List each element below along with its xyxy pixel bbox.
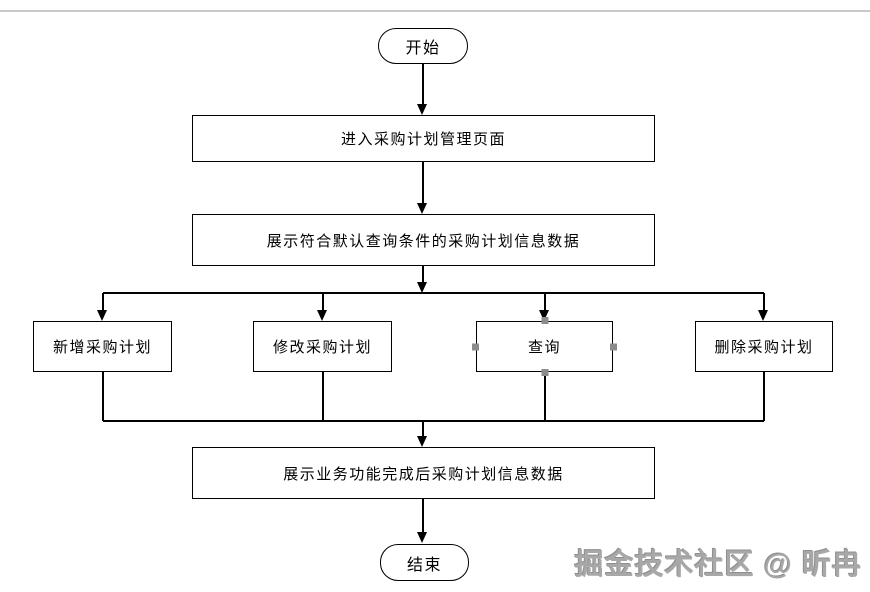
node-delete-plan[interactable]: 删除采购计划: [695, 321, 833, 372]
selection-handle-left[interactable]: [472, 343, 479, 350]
arrowhead-icon: [97, 310, 107, 321]
node-end-label: 结束: [406, 556, 442, 574]
connector-line: [544, 372, 546, 421]
node-add-plan[interactable]: 新增采购计划: [33, 321, 172, 372]
connector-line: [422, 499, 424, 532]
node-start[interactable]: 开始: [378, 28, 468, 64]
node-show-result-label: 展示业务功能完成后采购计划信息数据: [283, 465, 564, 483]
node-enter-page[interactable]: 进入采购计划管理页面: [192, 115, 655, 162]
selection-handle-bottom[interactable]: [541, 369, 548, 376]
arrowhead-icon: [417, 282, 427, 293]
node-end[interactable]: 结束: [380, 544, 469, 581]
connector-line: [422, 266, 424, 282]
arrowhead-icon: [417, 104, 427, 115]
arrowhead-icon: [417, 203, 427, 214]
connector-line: [322, 372, 324, 421]
top-divider: [0, 10, 870, 12]
node-add-plan-label: 新增采购计划: [52, 339, 152, 356]
arrowhead-icon: [417, 436, 427, 447]
connector-line: [102, 293, 104, 310]
node-query[interactable]: 查询: [472, 317, 617, 376]
node-show-default-label: 展示符合默认查询条件的采购计划信息数据: [266, 232, 581, 250]
selection-handle-top[interactable]: [541, 317, 548, 324]
selection-handle-right[interactable]: [610, 343, 617, 350]
arrowhead-icon: [539, 310, 549, 321]
node-delete-plan-label: 删除采购计划: [714, 339, 814, 356]
connector-line: [422, 64, 424, 104]
arrowhead-icon: [758, 310, 768, 321]
node-show-default[interactable]: 展示符合默认查询条件的采购计划信息数据: [192, 214, 655, 266]
node-show-result[interactable]: 展示业务功能完成后采购计划信息数据: [192, 447, 655, 499]
node-start-label: 开始: [405, 40, 441, 57]
connector-line: [422, 162, 424, 203]
connector-line: [544, 293, 546, 310]
node-enter-page-label: 进入采购计划管理页面: [340, 131, 506, 148]
node-modify-plan[interactable]: 修改采购计划: [253, 321, 392, 372]
watermark-text: 掘金技术社区 @ 昕冉: [574, 549, 862, 581]
merge-rail-line: [103, 420, 764, 422]
connector-line: [422, 421, 424, 436]
connector-line: [322, 293, 324, 310]
connector-line: [763, 372, 765, 421]
branch-rail-line: [103, 292, 764, 294]
arrowhead-icon: [317, 310, 327, 321]
connector-line: [102, 372, 104, 421]
node-query-label: 查询: [527, 339, 561, 356]
connector-line: [763, 293, 765, 310]
node-modify-plan-label: 修改采购计划: [272, 339, 372, 356]
arrowhead-icon: [417, 532, 427, 543]
